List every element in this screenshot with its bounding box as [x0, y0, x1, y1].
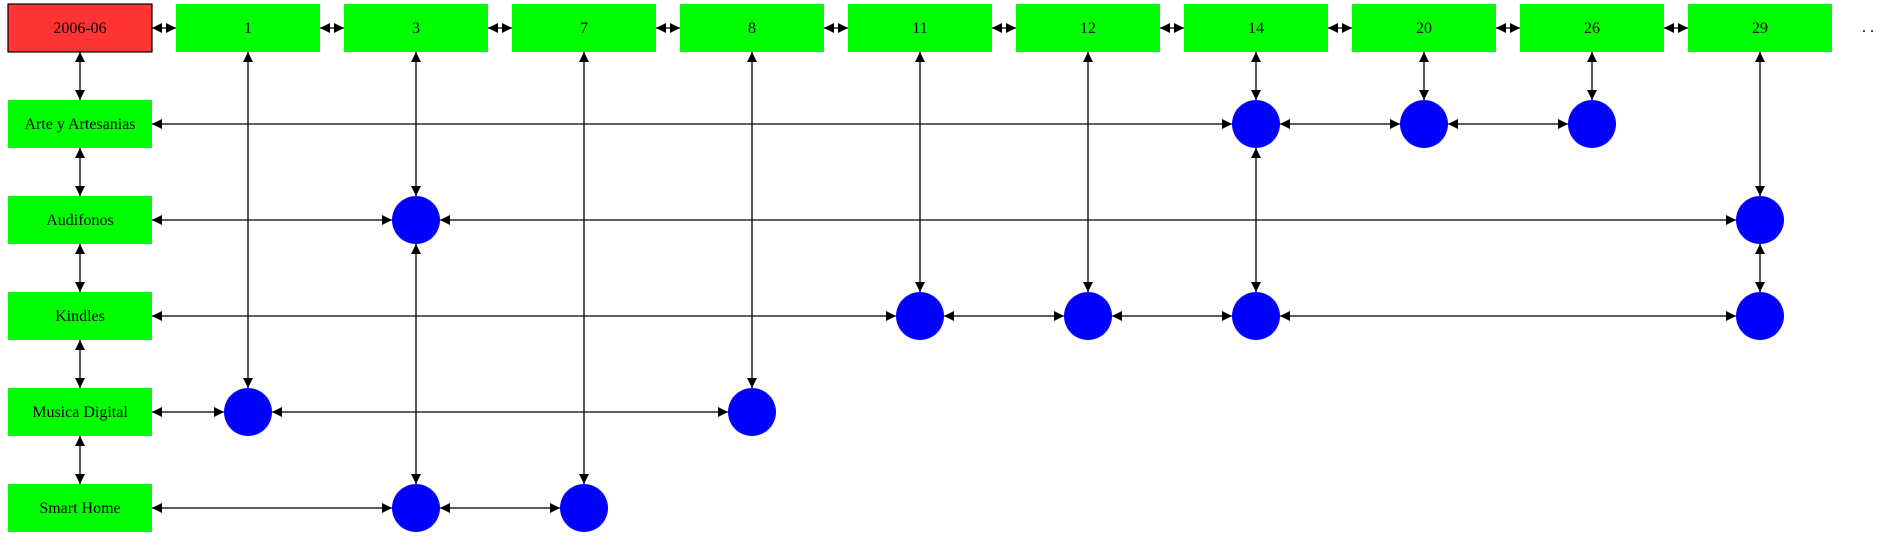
- row-label-arte-y-artesanias-label: Arte y Artesanias: [24, 116, 135, 133]
- row-label-arte-y-artesanias: Arte y Artesanias: [8, 100, 152, 148]
- column-header-1-label: 1: [244, 20, 252, 37]
- node-arte-y-artesanias-20: [1400, 100, 1448, 148]
- node-smart-home-3: [392, 484, 440, 532]
- more-columns-ellipsis: . .: [1862, 19, 1874, 36]
- root-date-node-box: [7, 3, 153, 53]
- node-kindles-12: [1064, 292, 1112, 340]
- column-header-20: 20: [1352, 4, 1496, 52]
- row-label-audifonos-label: Audifonos: [46, 212, 114, 229]
- node-kindles-29: [1736, 292, 1784, 340]
- column-header-20-box: [1352, 4, 1496, 52]
- column-header-11-box: [848, 4, 992, 52]
- row-label-audifonos-box: [8, 196, 152, 244]
- column-header-20-label: 20: [1416, 20, 1432, 37]
- column-header-14: 14: [1184, 4, 1328, 52]
- row-label-smart-home-label: Smart Home: [39, 500, 120, 517]
- column-header-7: 7: [512, 4, 656, 52]
- row-label-smart-home: Smart Home: [8, 484, 152, 532]
- row-label-musica-digital-label: Musica Digital: [32, 404, 128, 421]
- node-smart-home-7: [560, 484, 608, 532]
- node-musica-digital-8: [728, 388, 776, 436]
- column-header-8: 8: [680, 4, 824, 52]
- column-header-11: 11: [848, 4, 992, 52]
- node-kindles-11: [896, 292, 944, 340]
- column-header-29-label: 29: [1752, 20, 1768, 37]
- column-header-1-box: [176, 4, 320, 52]
- column-header-14-box: [1184, 4, 1328, 52]
- column-header-12-box: [1016, 4, 1160, 52]
- edges-layer: [75, 23, 1765, 513]
- row-label-smart-home-box: [8, 484, 152, 532]
- node-musica-digital-1: [224, 388, 272, 436]
- column-header-29: 29: [1688, 4, 1832, 52]
- column-header-26-label: 26: [1584, 20, 1600, 37]
- row-label-audifonos: Audifonos: [8, 196, 152, 244]
- column-header-8-label: 8: [748, 20, 756, 37]
- row-label-kindles-label: Kindles: [55, 308, 105, 325]
- row-label-arte-y-artesanias-box: [8, 100, 152, 148]
- column-header-8-box: [680, 4, 824, 52]
- node-audifonos-29: [1736, 196, 1784, 244]
- column-header-3-label: 3: [412, 20, 420, 37]
- root-date-node: 2006-06: [7, 3, 153, 53]
- column-header-12: 12: [1016, 4, 1160, 52]
- column-header-12-label: 12: [1080, 20, 1096, 37]
- column-header-3-box: [344, 4, 488, 52]
- node-kindles-14: [1232, 292, 1280, 340]
- nodes-layer: [224, 100, 1784, 532]
- column-header-26-box: [1520, 4, 1664, 52]
- node-arte-y-artesanias-14: [1232, 100, 1280, 148]
- column-header-7-box: [512, 4, 656, 52]
- column-header-7-label: 7: [580, 20, 588, 37]
- root-date-node-label: 2006-06: [53, 20, 106, 37]
- column-header-3: 3: [344, 4, 488, 52]
- row-label-kindles: Kindles: [8, 292, 152, 340]
- row-label-musica-digital: Musica Digital: [8, 388, 152, 436]
- node-arte-y-artesanias-26: [1568, 100, 1616, 148]
- column-header-14-label: 14: [1248, 20, 1264, 37]
- row-label-kindles-box: [8, 292, 152, 340]
- column-header-26: 26: [1520, 4, 1664, 52]
- node-audifonos-3: [392, 196, 440, 244]
- row-label-musica-digital-box: [8, 388, 152, 436]
- column-header-11-label: 11: [912, 20, 927, 37]
- column-header-29-box: [1688, 4, 1832, 52]
- column-header-1: 1: [176, 4, 320, 52]
